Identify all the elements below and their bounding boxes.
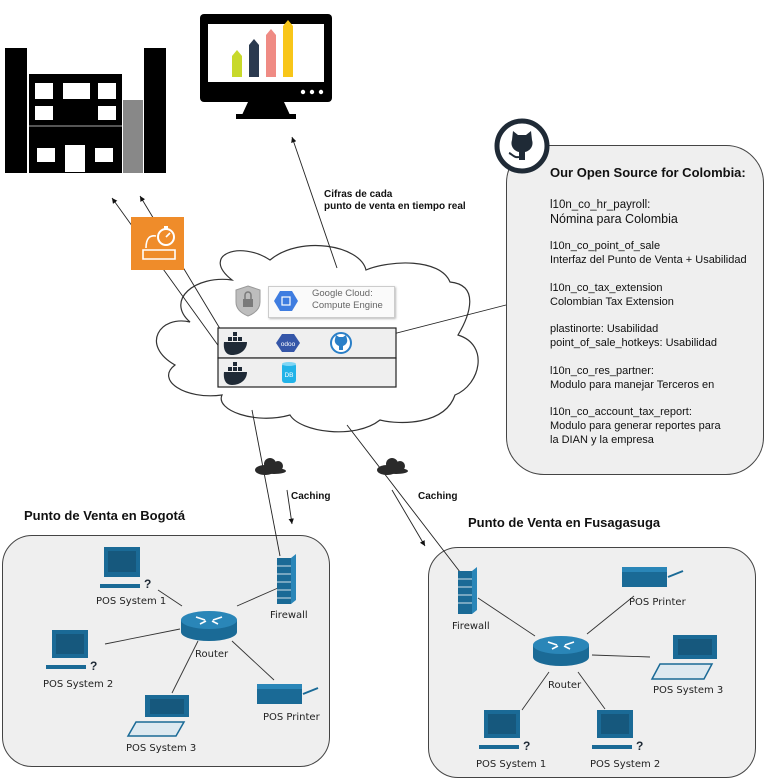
db-label: DB [284,372,293,379]
caching-arrow-bogota [286,489,294,525]
open-source-box [506,145,764,475]
realtime-line-1: Cifras de cada [324,189,393,200]
oss-entry: l10n_co_point_of_sale Interfaz del Punto… [550,239,747,267]
connector-dashboard [291,136,338,269]
site-title-bogota: Punto de Venta en Bogotá [24,508,186,523]
device-label-firewall: Firewall [452,621,490,632]
oss-module-desc: point_of_sale_hotkeys: Usabilidad [550,337,717,349]
oss-entry: l10n_co_hr_payroll: Nómina para Colombia [550,198,678,226]
oss-entry: l10n_co_tax_extension Colombian Tax Exte… [550,281,674,309]
device-label-pos3: POS System 3 [653,685,724,696]
site-title-fusagasuga: Punto de Venta en Fusagasuga [468,515,661,530]
oss-module-name: l10n_co_res_partner: [550,365,654,377]
svg-text:?: ? [636,739,643,753]
docker-icon [223,362,247,385]
pos-laptop-icon [650,635,717,680]
oss-module-name: plastinorte: Usabilidad [550,323,659,335]
router-icon [533,636,589,666]
oss-entry: l10n_co_account_tax_report: Modulo para … [550,405,721,447]
device-label-printer: POS Printer [263,712,320,723]
pos-desktop-icon: ? [592,710,643,753]
svg-text:?: ? [90,659,97,673]
pos-desktop-icon: ? [100,547,151,591]
oss-module-desc: Colombian Tax Extension [550,296,674,308]
site-box-fusagasuga [428,547,756,778]
pos-printer-icon [257,684,319,704]
compute-engine-icon [274,291,298,311]
scheduled-report-icon [131,217,184,270]
cloud-provider-label: Google Cloud: Compute Engine [312,288,383,312]
oss-module-name: l10n_co_account_tax_report: [550,406,692,418]
github-octocat-icon [494,118,550,174]
device-label-firewall: Firewall [270,610,308,621]
oss-module-name: l10n_co_point_of_sale [550,240,661,252]
provider-line-1: Google Cloud: [312,288,373,299]
realtime-line-2: punto de venta en tiempo real [324,201,466,212]
office-building-icon [5,48,166,173]
cdn-cloud-icon [255,458,286,475]
database-icon: DB [282,362,296,383]
oss-module-desc: Nómina para Colombia [550,212,678,226]
caching-label: Caching [291,491,331,502]
network-links-fusagasuga [477,595,651,711]
device-label-pos2: POS System 2 [590,759,661,770]
monitor-bar-chart-icon [200,14,332,119]
svg-text:?: ? [523,739,530,753]
oss-entry: plastinorte: Usabilidad point_of_sale_ho… [550,322,717,350]
container-row-db [217,357,397,388]
pos-desktop-icon: ? [479,710,530,753]
device-label-pos1: POS System 1 [476,759,547,770]
docker-icon [223,332,247,355]
oss-module-name: l10n_co_hr_payroll: [550,199,651,211]
pos-laptop-icon [126,695,189,737]
oss-module-desc: Modulo para manejar Terceros en [550,379,715,391]
device-label-pos1: POS System 1 [96,596,167,607]
pos-desktop-icon: ? [46,630,97,673]
odoo-icon: odoo [276,334,300,352]
device-label-router: Router [195,649,229,660]
provider-line-2: Compute Engine [312,300,383,311]
device-label-printer: POS Printer [629,597,686,608]
svg-text:?: ? [144,577,151,591]
router-icon [181,611,237,641]
connector-bogota [251,409,281,557]
oss-module-desc: Modulo para generar reportes para [550,420,721,432]
firewall-icon [277,554,296,604]
github-icon [330,332,352,354]
cdn-cloud-icon [377,458,408,475]
oss-module-desc: la DIAN y la empresa [550,434,654,446]
firewall-icon [458,567,477,614]
shield-lock-icon [235,285,261,317]
connector-fusagasuga [346,424,461,573]
oss-entry: l10n_co_res_partner: Modulo para manejar… [550,364,714,392]
odoo-label: odoo [281,341,296,348]
oss-module-desc: Interfaz del Punto de Venta + Usabilidad [550,254,747,266]
device-label-pos3: POS System 3 [126,743,197,754]
pos-printer-icon [622,567,684,587]
network-links-bogota [104,587,279,694]
oss-module-name: l10n_co_tax_extension [550,282,663,294]
open-source-title: Our Open Source for Colombia: [550,165,746,180]
caching-label: Caching [418,491,458,502]
realtime-figures-label: Cifras de cada punto de venta en tiempo … [324,189,466,213]
device-label-router: Router [548,680,582,691]
caching-arrow-fusagasuga [391,489,426,547]
device-label-pos2: POS System 2 [43,679,114,690]
connector-hq-1 [111,197,226,356]
